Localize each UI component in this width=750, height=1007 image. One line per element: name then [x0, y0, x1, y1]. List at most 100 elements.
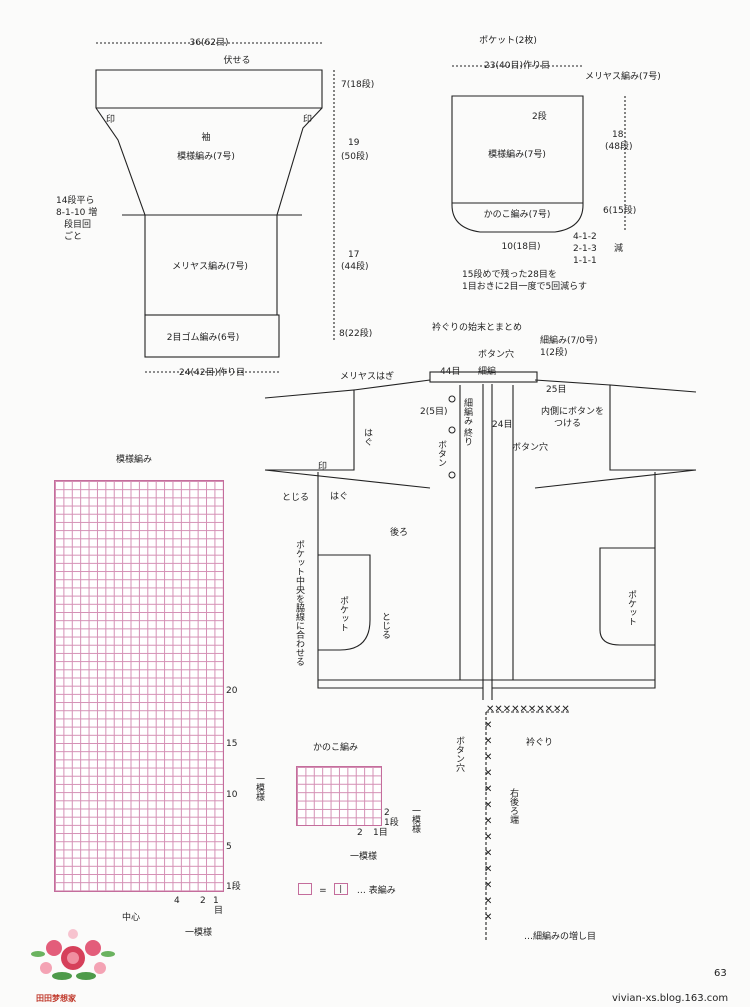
legend: = | … 表編み	[298, 878, 396, 897]
assembly-st-25: 25目	[546, 385, 567, 395]
legend-text: … 表編み	[356, 886, 396, 896]
assembly-edge-b: 終り	[462, 428, 472, 446]
assembly-mark: 印	[318, 462, 328, 472]
chart-basket-repeat-v: 一模様	[410, 806, 420, 833]
assembly-buttonhole: ボタン穴	[478, 350, 515, 360]
chart-pattern-col-suffix: 目	[214, 906, 224, 916]
chart-pattern-row-5: 5	[226, 842, 232, 852]
chart-pattern-row-20: 20	[226, 686, 238, 696]
chart-basket-row-2: 2	[384, 808, 390, 818]
svg-text:✕: ✕	[484, 848, 492, 859]
sleeve-rib-height: 8(22段)	[339, 329, 373, 339]
chart-basket-col-2: 2	[357, 828, 363, 838]
svg-text:✕: ✕	[484, 912, 492, 923]
legend-box-b: |	[333, 882, 348, 895]
pocket-note-1: 15段めで残った28目を	[462, 270, 557, 280]
chart-basket-col-1: 1目	[373, 828, 388, 838]
svg-text:✕✕✕✕✕✕✕✕✕✕: ✕✕✕✕✕✕✕✕✕✕	[486, 704, 570, 715]
chart-basket-row-1: 1段	[384, 818, 399, 828]
sleeve-bind-off: 伏せる	[223, 56, 251, 66]
pocket-basket: かのこ編み(7号)	[483, 210, 551, 220]
sleeve-pattern: 模様編み(7号)	[177, 152, 235, 162]
assembly-pocket-center: ポケット中央を脇線に合わせる	[294, 540, 304, 666]
chart-pattern-title: 模様編み	[116, 455, 153, 465]
chart-pattern-repeat: 一模様	[185, 928, 213, 938]
pocket-dec-label: 減	[614, 244, 624, 254]
assembly-crochet: 細編み(7/0号)	[540, 336, 598, 346]
svg-text:✕: ✕	[484, 832, 492, 843]
assembly-inner-button-a: 内側にボタンを	[541, 407, 605, 417]
assembly-buttonhole-b: ボタン穴	[512, 443, 549, 453]
assembly-graft: メリヤスはぎ	[340, 372, 395, 382]
sleeve-mark-left: 印	[106, 115, 116, 125]
page-number: 63	[714, 968, 727, 979]
assembly-inner-button-b: つける	[554, 419, 582, 429]
sleeve-ribbing: 2目ゴム編み(6号)	[166, 333, 240, 343]
chart-pattern-row-15: 15	[226, 739, 238, 749]
pocket-height-b: (48段)	[605, 142, 633, 152]
chart-pattern-repeat-v: 一模様	[254, 774, 264, 801]
assembly-side-2: 2(5目)	[420, 407, 448, 417]
sleeve-side-inc-a: 14段平ら	[56, 196, 95, 206]
sleeve-side-inc-c: 段目回	[64, 220, 92, 230]
assembly-close-a: とじる	[282, 493, 310, 503]
chart-pattern-grid	[54, 480, 224, 892]
assembly-back: 後ろ	[390, 528, 409, 538]
assembly-buttonhole-c: ボタン穴	[454, 736, 464, 772]
assembly-button: ボタン	[436, 440, 446, 467]
pocket-title: ポケット(2枚)	[479, 36, 537, 46]
pocket-dec-3: 1-1-1	[573, 256, 597, 266]
svg-text:✕: ✕	[484, 720, 492, 731]
assembly-seam-a: はぐ	[362, 428, 372, 446]
legend-box-a	[298, 882, 312, 895]
svg-text:✕: ✕	[484, 816, 492, 827]
svg-text:✕: ✕	[484, 768, 492, 779]
chart-pattern-center: 中心	[122, 913, 141, 923]
assembly-pocket-l: ポケット	[338, 596, 348, 632]
sleeve-upper-height-a: 7(18段)	[341, 80, 375, 90]
pocket-dec-2: 2-1-3	[573, 244, 597, 254]
svg-text:✕: ✕	[484, 736, 492, 747]
assembly-st-24: 24目	[492, 420, 513, 430]
pocket-dec-1: 4-1-2	[573, 232, 597, 242]
sleeve-side-inc-d: ごと	[64, 232, 83, 242]
legend-equals: =	[319, 886, 327, 896]
assembly-neckline: 衿ぐり	[526, 738, 554, 748]
blog-url: vivian-xs.blog.163.com	[612, 993, 729, 1004]
svg-text:✕: ✕	[484, 880, 492, 891]
pocket-note-2: 1目おきに2目一度で5回減らす	[462, 282, 587, 292]
sleeve-upper-height-b: 19	[348, 138, 360, 148]
chart-pattern-row-10: 10	[226, 790, 238, 800]
svg-text:✕: ✕	[484, 896, 492, 907]
pocket-height-c: 6(15段)	[603, 206, 637, 216]
logo-text: 田田梦想家	[36, 994, 76, 1003]
pocket-cast-on: 23(40目)作り目	[484, 61, 550, 71]
chart-basket-title: かのこ編み	[313, 743, 359, 753]
assembly-title: 衿ぐりの始末とまとめ	[432, 323, 523, 333]
svg-text:✕: ✕	[484, 864, 492, 875]
assembly-right-front: 右後ろ端	[508, 788, 518, 824]
sleeve-mid-height-a: 17	[348, 250, 360, 260]
pocket-height-a: 18	[612, 130, 624, 140]
assembly-crochet-short: 細編	[478, 367, 497, 377]
pocket-pattern: 模様編み(7号)	[488, 150, 546, 160]
chart-pattern-row-1: 1段	[226, 882, 241, 892]
pocket-rows-2: 2段	[532, 112, 547, 122]
svg-text:✕: ✕	[484, 800, 492, 811]
assembly-seam-b: はぐ	[330, 492, 349, 502]
assembly-crochet-rows: 1(2段)	[540, 348, 568, 358]
sleeve-mark-right: 印	[303, 115, 313, 125]
sleeve-stockinette: メリヤス編み(7号)	[172, 262, 248, 272]
chart-basket-repeat: 一模様	[350, 852, 378, 862]
chart-pattern-col-4: 4	[174, 896, 180, 906]
sleeve-top-width: 36(62目)	[189, 38, 229, 48]
svg-text:✕: ✕	[484, 752, 492, 763]
pocket-stockinette: メリヤス編み(7号)	[585, 72, 661, 82]
svg-text:✕: ✕	[484, 784, 492, 795]
sleeve-upper-height-c: (50段)	[341, 152, 369, 162]
sleeve-mid-height-b: (44段)	[341, 262, 369, 272]
sleeve-bottom-width: 24(42目)作り目	[179, 368, 245, 378]
flower-logo-icon	[31, 929, 115, 980]
chart-pattern-col-2: 2	[200, 896, 206, 906]
